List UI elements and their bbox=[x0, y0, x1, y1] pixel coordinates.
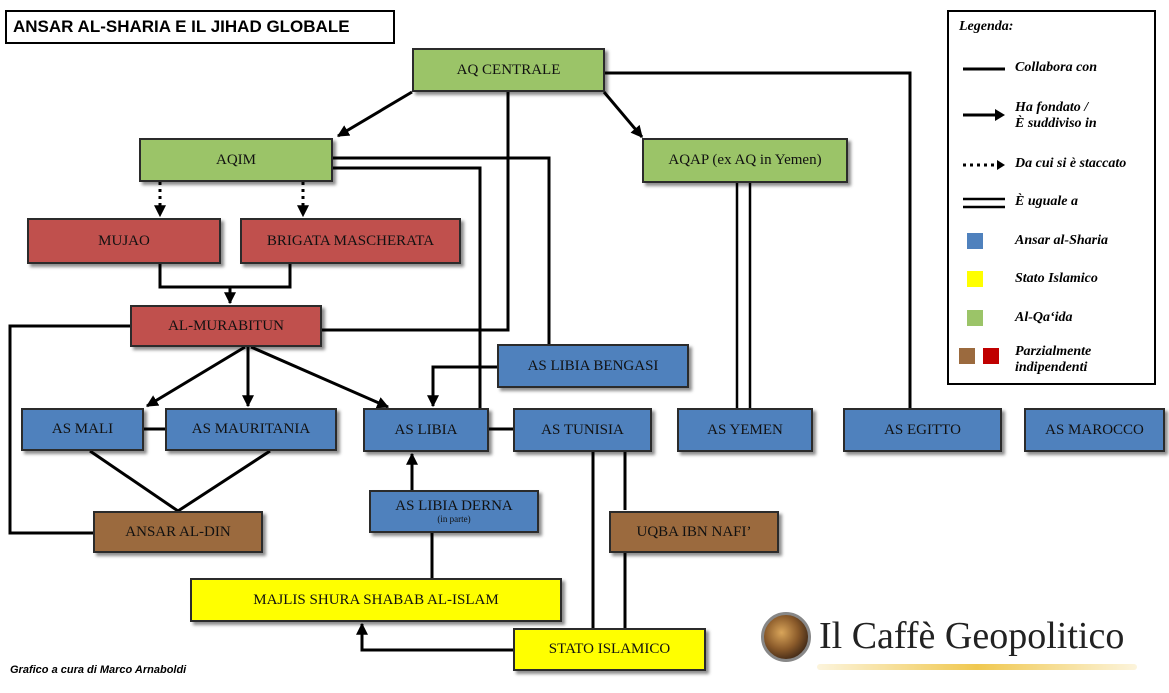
edge-murabitun-libia bbox=[250, 345, 390, 409]
solid-line-icon bbox=[963, 67, 1005, 71]
edge-aq-aqim bbox=[336, 90, 413, 138]
node-majlis-shura: MAJLIS SHURA SHABAB AL-ISLAM bbox=[190, 578, 562, 622]
node-mujao: MUJAO bbox=[27, 218, 221, 264]
logo: Il Caffè Geopolitico bbox=[757, 610, 1157, 680]
edge-mujao-murabitun bbox=[158, 264, 230, 289]
edge-aq-aqap bbox=[602, 91, 644, 138]
red-swatch bbox=[983, 348, 999, 364]
node-aq-centrale: AQ CENTRALE bbox=[412, 48, 605, 92]
node-as-marocco: AS MAROCCO bbox=[1024, 408, 1165, 452]
edge-aq-murabitun bbox=[322, 92, 510, 332]
node-brigata-mascherata: BRIGATA MASCHERATA bbox=[240, 218, 461, 264]
legend-title: Legenda: bbox=[959, 19, 1014, 34]
legend-label: Ha fondato / È suddiviso in bbox=[1015, 100, 1097, 132]
node-al-murabitun: AL-MURABITUN bbox=[130, 305, 322, 347]
double-line-icon bbox=[963, 197, 1005, 209]
legend-label: Collabora con bbox=[1015, 60, 1098, 75]
node-as-libia-bengasi: AS LIBIA BENGASI bbox=[497, 344, 689, 388]
legend-row-staccato: Da cui si è staccato bbox=[957, 152, 1152, 178]
edge-aq-egitto bbox=[605, 71, 912, 408]
legend-label: È uguale a bbox=[1015, 194, 1079, 209]
legend-label: Al-Qa‘ida bbox=[1015, 310, 1073, 325]
legend-row-fondato: Ha fondato / È suddiviso in bbox=[957, 96, 1152, 136]
edge-mali-ansardin bbox=[89, 449, 179, 513]
yellow-swatch bbox=[967, 271, 983, 287]
legend-row-uguale: È uguale a bbox=[957, 190, 1152, 216]
legend-label: Da cui si è staccato bbox=[1015, 156, 1127, 171]
node-ansar-al-din: ANSAR AL-DIN bbox=[93, 511, 263, 553]
logo-underline bbox=[817, 664, 1137, 670]
edge-aqim-libia bbox=[333, 166, 482, 408]
node-as-mali: AS MALI bbox=[21, 408, 144, 451]
node-as-yemen: AS YEMEN bbox=[677, 408, 813, 452]
legend-row-collabora: Collabora con bbox=[957, 56, 1152, 82]
diagram-title: ANSAR AL-SHARIA E IL JIHAD GLOBALE bbox=[5, 10, 395, 44]
legend-row-ansar: Ansar al-Sharia bbox=[957, 229, 1152, 255]
node-as-libia: AS LIBIA bbox=[363, 408, 489, 452]
arrow-icon bbox=[963, 109, 1005, 121]
derna-note: (in parte) bbox=[437, 514, 471, 525]
node-stato-islamico: STATO ISLAMICO bbox=[513, 628, 706, 671]
legend: Legenda: Collabora con Ha fondato / È su… bbox=[947, 10, 1156, 385]
node-as-tunisia: AS TUNISIA bbox=[513, 408, 652, 452]
node-uqba-ibn-nafi: UQBA IBN NAFI’ bbox=[609, 511, 779, 553]
legend-label: Ansar al-Sharia bbox=[1015, 233, 1108, 248]
edge-mauritania-ansardin bbox=[177, 449, 271, 513]
credit-text: Grafico a cura di Marco Arnaboldi bbox=[10, 664, 187, 676]
legend-label: Stato Islamico bbox=[1015, 271, 1098, 286]
edge-murabitun-ansardin bbox=[8, 324, 130, 535]
coffee-cup-globe-icon bbox=[761, 612, 811, 662]
node-aqim: AQIM bbox=[139, 138, 333, 182]
brown-swatch bbox=[959, 348, 975, 364]
dotted-arrow-icon bbox=[963, 160, 1005, 170]
edge-bengasi-libia bbox=[427, 365, 497, 408]
edge-stato-majlis bbox=[356, 622, 513, 652]
edge-brigata-murabitun bbox=[230, 264, 292, 289]
edge-aqim-bengasi bbox=[333, 156, 551, 344]
node-as-libia-derna: AS LIBIA DERNA (in parte) bbox=[369, 490, 539, 533]
node-aqap: AQAP (ex AQ in Yemen) bbox=[642, 138, 848, 183]
legend-row-stato: Stato Islamico bbox=[957, 267, 1152, 293]
legend-row-parziale: Parzialmente indipendenti bbox=[957, 344, 1152, 384]
legend-row-qaida: Al-Qa‘ida bbox=[957, 306, 1152, 332]
edge-murabitun-mali bbox=[145, 345, 246, 408]
green-swatch bbox=[967, 310, 983, 326]
node-as-mauritania: AS MAURITANIA bbox=[165, 408, 337, 451]
logo-text: Il Caffè Geopolitico bbox=[819, 615, 1125, 657]
blue-swatch bbox=[967, 233, 983, 249]
node-as-egitto: AS EGITTO bbox=[843, 408, 1002, 452]
legend-label: Parzialmente indipendenti bbox=[1015, 344, 1092, 376]
